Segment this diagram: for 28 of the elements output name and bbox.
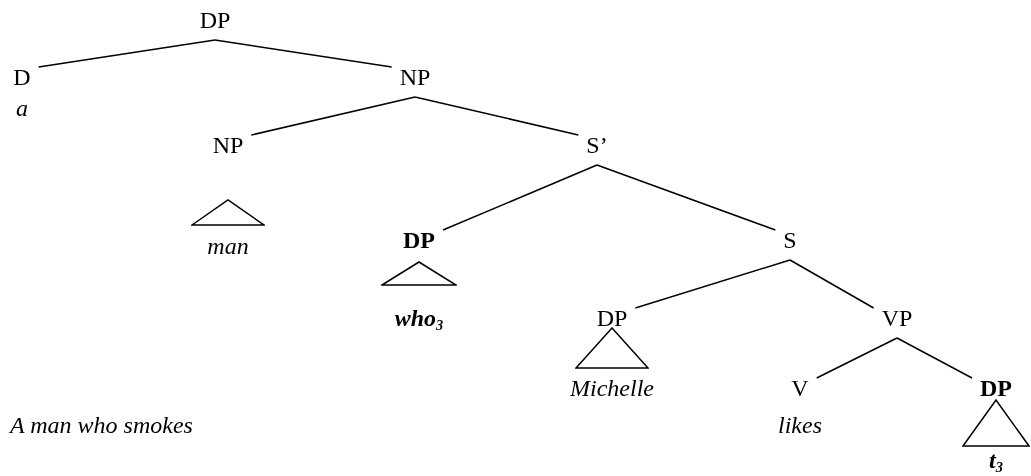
category-label: VP — [881, 306, 913, 330]
word-label: Michelle — [570, 376, 654, 400]
tree-branch-line — [442, 164, 598, 231]
word-label: who$_{3}$ — [394, 306, 444, 330]
tree-branch-line — [789, 259, 875, 309]
word-label: likes — [778, 413, 822, 437]
word-label: t$_{3}$ — [989, 448, 1003, 472]
category-label: DP — [596, 306, 628, 330]
tree-branch-line — [414, 96, 580, 136]
word-label: man — [207, 234, 249, 258]
tree-branch-line — [815, 337, 898, 379]
word-label: a — [16, 96, 28, 120]
category-label: S’ — [586, 133, 608, 157]
tree-branch-line — [250, 96, 416, 136]
category-label: S — [783, 228, 797, 252]
category-label: D — [13, 65, 31, 89]
tree-branch-line — [37, 39, 216, 68]
category-label: DP — [199, 8, 231, 32]
category-label: V — [791, 376, 809, 400]
category-label: DP — [980, 376, 1012, 400]
category-label: DP — [403, 228, 435, 252]
category-label: NP — [212, 133, 244, 157]
example-phrase: A man who smokes — [10, 413, 193, 437]
tree-branch-line — [214, 39, 393, 68]
category-label: NP — [399, 65, 431, 89]
tree-branch-line — [596, 164, 777, 231]
tree-branch-line — [634, 259, 791, 309]
tree-branch-line — [896, 337, 973, 379]
